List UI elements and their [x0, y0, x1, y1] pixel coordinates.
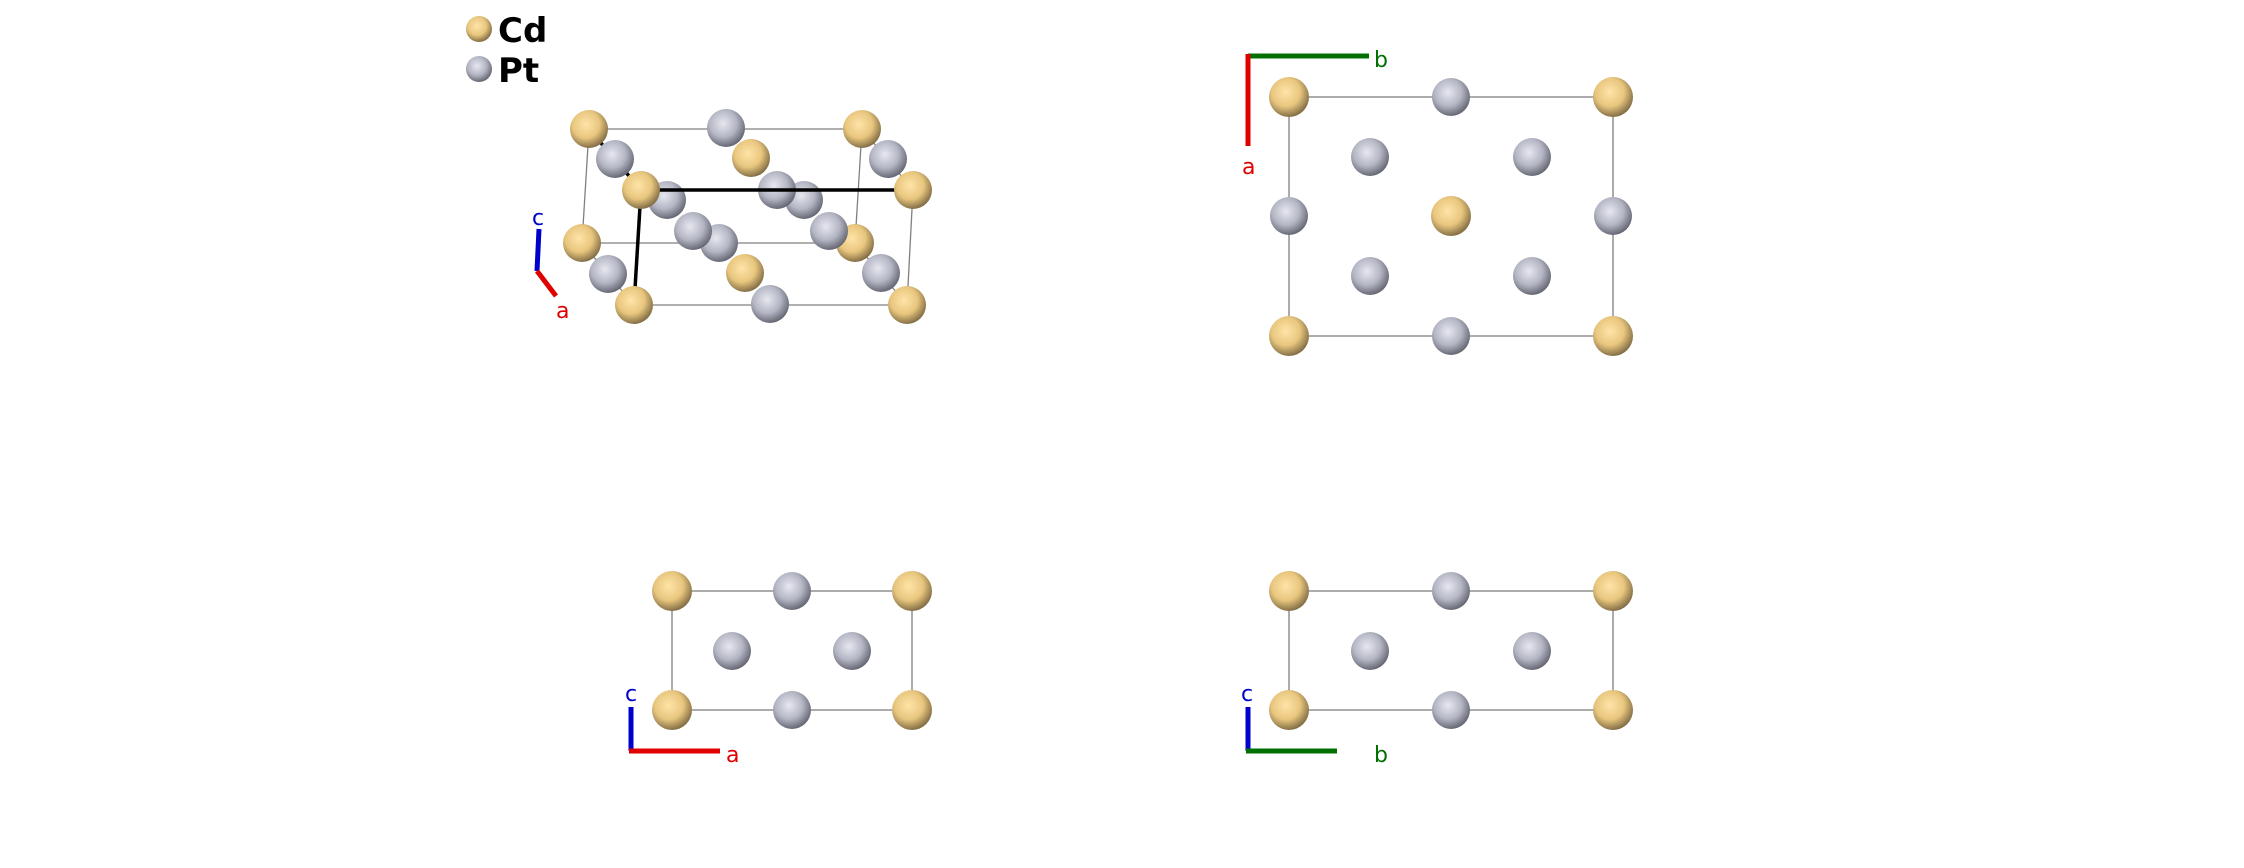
- cell-edge: [581, 128, 590, 244]
- cd-atom: [892, 571, 932, 611]
- panel4-axis-b-label: b: [1374, 743, 1388, 768]
- cd-atom: [888, 286, 926, 324]
- cd-atom: [1593, 571, 1633, 611]
- perspective-view: [534, 109, 932, 324]
- cd-atom: [1593, 690, 1633, 730]
- pt-atom: [773, 691, 811, 729]
- pt-atom: [589, 255, 627, 293]
- cd-atom: [1431, 196, 1471, 236]
- cd-atom: [570, 110, 608, 148]
- cell-edge: [906, 189, 914, 306]
- pt-atom: [713, 632, 751, 670]
- panel3-axis-c-label: c: [625, 682, 637, 707]
- cd-atom: [615, 286, 653, 324]
- cd-atom: [892, 690, 932, 730]
- pt-atom: [1432, 691, 1470, 729]
- cell-edge-c: [632, 189, 643, 306]
- cd-atom: [652, 690, 692, 730]
- pt-atom: [674, 212, 712, 250]
- cd-atom: [1593, 77, 1633, 117]
- pt-atom: [810, 212, 848, 250]
- pt-atom: [1594, 197, 1632, 235]
- view-along-b: [628, 571, 932, 754]
- pt-atom: [862, 254, 900, 292]
- legend-pt-label: Pt: [498, 51, 539, 91]
- legend-cd-label: Cd: [498, 11, 547, 51]
- pt-atom: [1432, 572, 1470, 610]
- pt-atom: [751, 285, 789, 323]
- legend: Cd Pt: [466, 11, 547, 91]
- cd-atom: [1593, 316, 1633, 356]
- pt-atom: [869, 140, 907, 178]
- axis-labels: c a b a c a c b: [532, 48, 1388, 768]
- cd-atom: [1269, 571, 1309, 611]
- cd-atom: [563, 224, 601, 262]
- panel3-axis-a-label: a: [726, 743, 739, 768]
- view-along-c: [1245, 53, 1633, 356]
- pt-atom: [1351, 138, 1389, 176]
- cd-atom: [652, 571, 692, 611]
- axis-c: [534, 228, 542, 272]
- cd-atom: [1269, 77, 1309, 117]
- cd-atom: [894, 171, 932, 209]
- cd-atom: [732, 139, 770, 177]
- view-along-a: [1245, 571, 1633, 754]
- legend-pt-swatch: [466, 56, 492, 82]
- pt-atom: [1432, 78, 1470, 116]
- pt-atom: [1513, 632, 1551, 670]
- cell-edge: [854, 128, 863, 244]
- cd-atom: [843, 110, 881, 148]
- panel2-axis-b-label: b: [1374, 48, 1388, 73]
- pt-atom: [1351, 257, 1389, 295]
- legend-cd-swatch: [466, 16, 492, 42]
- axis-a: [535, 269, 558, 298]
- pt-atom: [833, 632, 871, 670]
- panel1-axis-c-label: c: [532, 206, 544, 231]
- pt-atom: [773, 572, 811, 610]
- pt-atom: [1432, 317, 1470, 355]
- pt-atom: [1270, 197, 1308, 235]
- pt-atom: [1513, 257, 1551, 295]
- cd-atom: [726, 254, 764, 292]
- pt-atom: [707, 109, 745, 147]
- pt-atom: [596, 140, 634, 178]
- panel1-axis-a-label: a: [556, 299, 569, 324]
- cd-atom: [622, 171, 660, 209]
- panel4-axis-c-label: c: [1241, 682, 1253, 707]
- pt-atom: [1513, 138, 1551, 176]
- cd-atom: [1269, 690, 1309, 730]
- cd-atom: [1269, 316, 1309, 356]
- panel2-axis-a-label: a: [1242, 155, 1255, 180]
- pt-atom: [1351, 632, 1389, 670]
